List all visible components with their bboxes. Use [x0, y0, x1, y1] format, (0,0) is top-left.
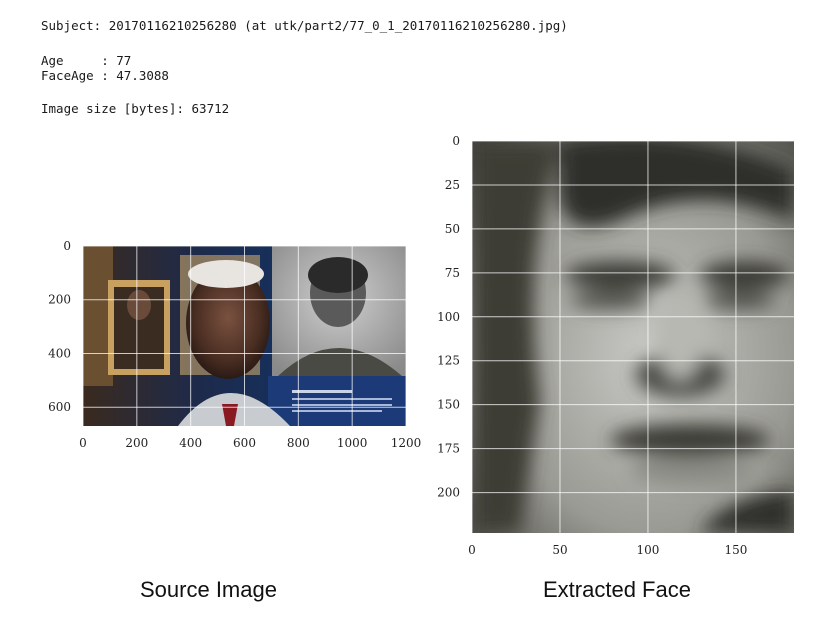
src-y-tick-label: 0 — [63, 239, 71, 253]
ext-x-tick-label: 100 — [637, 543, 660, 557]
ext-y-tick-label: 0 — [452, 134, 460, 148]
ext-x-tick-label: 50 — [552, 543, 567, 557]
ext-y-tick-label: 75 — [445, 266, 460, 280]
age-line: Age : 77 — [41, 53, 132, 68]
faceage-line: FaceAge : 47.3088 — [41, 68, 169, 83]
src-x-tick-label: 800 — [287, 436, 310, 450]
caption-source-image: Source Image — [140, 577, 277, 602]
src-x-tick-label: 0 — [79, 436, 87, 450]
src-x-tick-label: 200 — [125, 436, 148, 450]
src-y-tick-label: 400 — [48, 346, 71, 360]
src-x-tick-label: 1000 — [337, 436, 368, 450]
ext-y-tick-label: 200 — [437, 486, 460, 500]
extracted-face-image — [472, 141, 794, 533]
src-x-tick-label: 1200 — [391, 436, 422, 450]
src-y-tick-label: 200 — [48, 293, 71, 307]
extracted-grid — [471, 140, 794, 533]
caption-extracted-face: Extracted Face — [543, 577, 691, 602]
ext-y-tick-label: 175 — [437, 442, 460, 456]
ext-y-tick-label: 150 — [437, 398, 460, 412]
src-x-tick-label: 600 — [233, 436, 256, 450]
ext-y-tick-label: 25 — [445, 178, 460, 192]
ext-y-tick-label: 50 — [445, 222, 460, 236]
source-tick-labels: 0 200 400 600 800 1000 1200 0 200 400 600 — [48, 239, 421, 450]
ext-x-tick-label: 0 — [468, 543, 476, 557]
ext-y-tick-label: 125 — [437, 354, 460, 368]
src-x-tick-label: 400 — [179, 436, 202, 450]
source-grid — [82, 245, 407, 426]
ext-x-tick-label: 150 — [724, 543, 747, 557]
src-y-tick-label: 600 — [48, 400, 71, 414]
subject-line: Subject: 20170116210256280 (at utk/part2… — [41, 18, 568, 33]
extracted-tick-labels: 0 50 100 150 0 25 50 75 100 125 150 175 200 — [437, 134, 747, 557]
image-size-line: Image size [bytes]: 63712 — [41, 101, 230, 116]
ext-y-tick-label: 100 — [437, 310, 460, 324]
